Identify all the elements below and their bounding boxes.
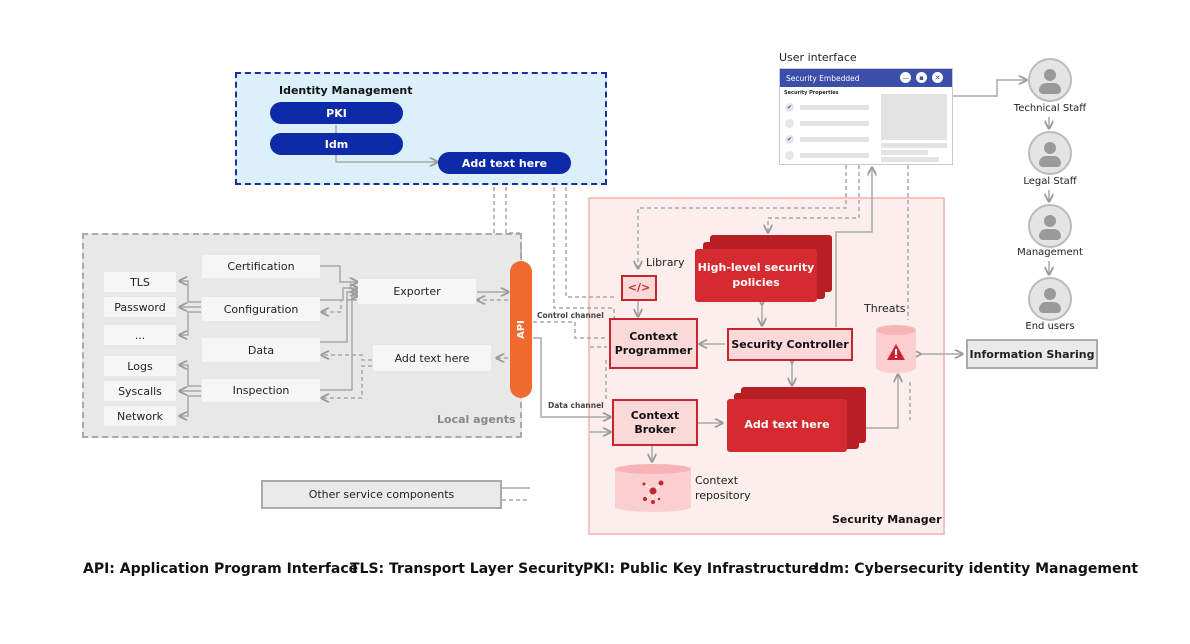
placeholder-bar	[881, 143, 947, 148]
context-programmer-box[interactable]: Context Programmer	[609, 318, 698, 369]
restore-icon[interactable]: ▪	[916, 72, 927, 83]
placeholder-bar	[800, 105, 869, 110]
user-interface-label: User interface	[779, 51, 857, 64]
idm-add-text-pill[interactable]: Add text here	[438, 152, 571, 174]
identity-management-title: Identity Management	[279, 84, 413, 97]
management-label: Management	[1017, 247, 1083, 258]
technical-staff-label: Technical Staff	[1013, 103, 1087, 114]
threats-database-icon[interactable]	[875, 324, 917, 374]
configuration-box[interactable]: Configuration	[202, 297, 320, 321]
local-add-text-box[interactable]: Add text here	[373, 345, 491, 371]
tls-box[interactable]: TLS	[104, 272, 176, 292]
certification-box[interactable]: Certification	[202, 255, 320, 278]
password-box[interactable]: Password	[104, 297, 176, 317]
placeholder-bar	[800, 153, 869, 158]
legal-staff-avatar	[1028, 131, 1072, 175]
legal-staff-label: Legal Staff	[1023, 176, 1077, 187]
information-sharing-box[interactable]: Information Sharing	[966, 339, 1098, 369]
checkbox-unchecked[interactable]	[785, 119, 794, 128]
placeholder-bar	[800, 137, 869, 142]
api-label: API	[515, 320, 527, 339]
security-properties-label: Security Properties	[784, 90, 839, 96]
logs-box[interactable]: Logs	[104, 356, 176, 376]
other-service-components-box[interactable]: Other service components	[261, 480, 502, 509]
api-bar[interactable]: API	[510, 261, 532, 398]
idm-pill[interactable]: Idm	[270, 133, 403, 155]
high-level-policies-box[interactable]: High-level security policies	[695, 249, 817, 302]
context-broker-box[interactable]: Context Broker	[612, 399, 698, 446]
data-box[interactable]: Data	[202, 338, 320, 362]
threats-label: Threats	[864, 302, 906, 315]
close-icon[interactable]: ✕	[932, 72, 943, 83]
placeholder-bar	[881, 157, 939, 162]
minimize-icon[interactable]: —	[900, 72, 911, 83]
checkbox-unchecked[interactable]	[785, 151, 794, 160]
legend-idm: Idm: Cybersecurity identity Management	[814, 561, 1139, 577]
checkbox-checked[interactable]: ✔	[785, 103, 794, 112]
context-repository-icon[interactable]	[614, 463, 692, 513]
placeholder-bar	[881, 150, 928, 155]
end-users-avatar	[1028, 277, 1072, 321]
legend-api: API: Application Program Interface	[83, 561, 359, 577]
manager-add-text-box[interactable]: Add text here	[727, 399, 847, 452]
data-channel-label: Data channel	[548, 401, 604, 410]
exporter-box[interactable]: Exporter	[358, 279, 476, 304]
inspection-box[interactable]: Inspection	[202, 379, 320, 402]
ellipsis-box[interactable]: ...	[104, 325, 176, 345]
image-placeholder	[881, 94, 947, 140]
pki-pill[interactable]: PKI	[270, 102, 403, 124]
library-label: Library	[646, 256, 685, 269]
technical-staff-avatar	[1028, 58, 1072, 102]
security-controller-box[interactable]: Security Controller	[727, 328, 853, 361]
placeholder-bar	[800, 121, 869, 126]
legend-tls: TLS: Transport Layer Security	[350, 561, 584, 577]
checkbox-checked[interactable]: ✔	[785, 135, 794, 144]
window-title: Security Embedded	[786, 73, 860, 83]
local-agents-label: Local agents	[437, 413, 516, 426]
end-users-label: End users	[1025, 321, 1075, 332]
code-icon[interactable]: </>	[621, 275, 657, 301]
management-avatar	[1028, 204, 1072, 248]
security-manager-label: Security Manager	[832, 513, 942, 526]
security-embedded-window[interactable]: Security Embedded — ▪ ✕ Security Propert…	[779, 68, 953, 165]
legend-pki: PKI: Public Key Infrastructure	[583, 561, 818, 577]
control-channel-label: Control channel	[537, 311, 604, 320]
context-repository-label: Context repository	[695, 474, 751, 502]
network-box[interactable]: Network	[104, 406, 176, 426]
syscalls-box[interactable]: Syscalls	[104, 381, 176, 401]
